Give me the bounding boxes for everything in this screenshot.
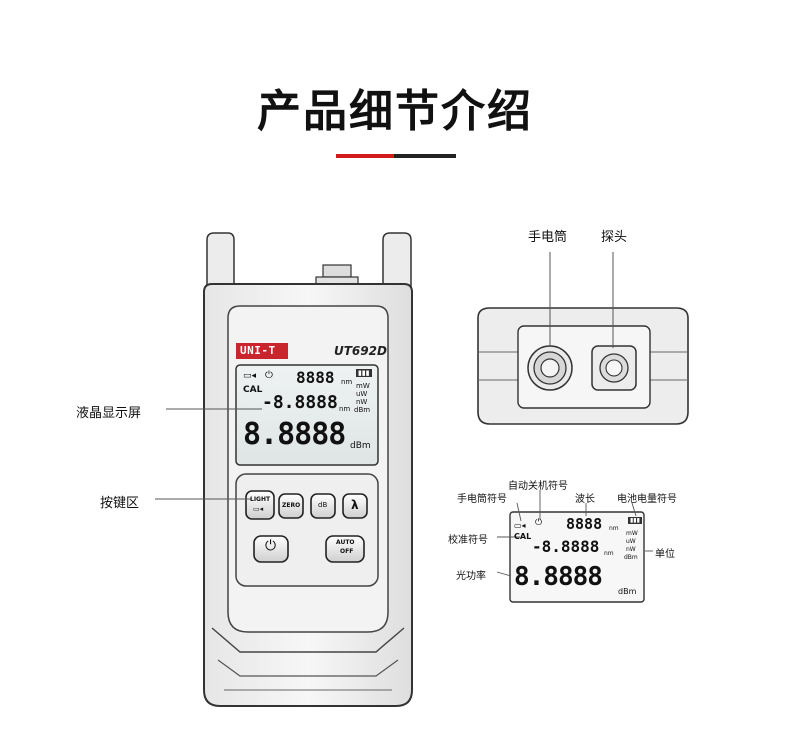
battery-icon: ▮▮▮ — [356, 369, 372, 377]
lcd-detail-callout-lines — [496, 490, 653, 577]
lcd-ref-unit: nm — [339, 405, 351, 413]
callout-keys: 按键区 — [100, 496, 140, 511]
top-view-illustration — [477, 307, 689, 425]
callout-cal-symbol: 校准符号 — [448, 535, 488, 546]
title-underline-accent — [336, 154, 394, 158]
lcd-screen — [235, 364, 379, 466]
model-text: UT692D — [334, 344, 387, 358]
callout-flashlight-symbol: 手电筒符号 — [457, 494, 507, 505]
lcd-detail-unit-uw: uW — [626, 538, 636, 545]
power-icon: ⏻ — [265, 370, 273, 381]
flashlight-icon: ▭◂ — [243, 371, 257, 381]
lcd-detail-unit-mw: mW — [626, 530, 638, 537]
callout-unit: 单位 — [655, 549, 675, 560]
lcd-power-digits: 8.8888 — [243, 417, 346, 452]
lcd-cal-text: CAL — [243, 385, 263, 395]
battery-icon: ▮▮▮ — [628, 517, 642, 524]
lcd-ref-digits: -8.8888 — [262, 392, 338, 413]
callout-battery-symbol: 电池电量符号 — [617, 494, 677, 505]
db-button[interactable]: dB — [318, 501, 328, 509]
lcd-detail-unit-dbm: dBm — [624, 554, 638, 561]
callout-lcd: 液晶显示屏 — [76, 406, 142, 421]
lcd-power-unit: dBm — [350, 441, 371, 451]
lcd-detail-screen — [509, 511, 645, 603]
power-button[interactable]: ⏻ — [265, 538, 277, 554]
lcd-detail-wavelength-digits: 8888 — [566, 515, 603, 533]
title-underline — [394, 154, 456, 158]
callout-auto-off-symbol: 自动关机符号 — [508, 481, 568, 492]
brand-text: UNI-T — [240, 344, 276, 357]
lcd-detail-wavelength-unit: nm — [609, 525, 619, 532]
callout-flashlight: 手电筒 — [528, 230, 568, 245]
lcd-wavelength-unit: nm — [341, 378, 353, 386]
flashlight-icon: ▭◂ — [514, 521, 526, 530]
lcd-unit-nw: nW — [356, 398, 368, 406]
callout-wavelength: 波长 — [575, 494, 595, 505]
auto-off-button-line1[interactable]: AUTO — [336, 539, 355, 546]
lcd-wavelength-digits: 8888 — [296, 368, 335, 387]
lcd-unit-mw: mW — [356, 382, 370, 390]
callout-optical-power: 光功率 — [456, 571, 486, 582]
brand-logo — [236, 343, 288, 359]
callout-probe: 探头 — [601, 230, 628, 245]
lcd-unit-dbm: dBm — [354, 406, 371, 414]
power-icon: ⏻ — [535, 518, 543, 528]
lcd-detail-cal-text: CAL — [514, 532, 532, 541]
lcd-detail-power-unit: dBm — [618, 587, 637, 596]
lcd-detail-ref-unit: nm — [604, 550, 614, 557]
light-button[interactable]: LIGHT — [250, 496, 271, 503]
keypad-buttons — [245, 490, 368, 563]
lcd-detail-unit-nw: nW — [626, 546, 636, 553]
lambda-button[interactable]: λ — [351, 498, 359, 512]
lcd-unit-uw: uW — [356, 390, 368, 398]
flashlight-icon: ▭◂ — [253, 505, 264, 513]
zero-button[interactable]: ZERO — [282, 502, 301, 509]
lcd-detail-power-digits: 8.8888 — [514, 562, 603, 592]
page-title: 产品细节介绍 — [257, 86, 533, 137]
auto-off-button-line2[interactable]: OFF — [340, 548, 354, 555]
lcd-detail-ref-digits: -8.8888 — [532, 537, 600, 556]
